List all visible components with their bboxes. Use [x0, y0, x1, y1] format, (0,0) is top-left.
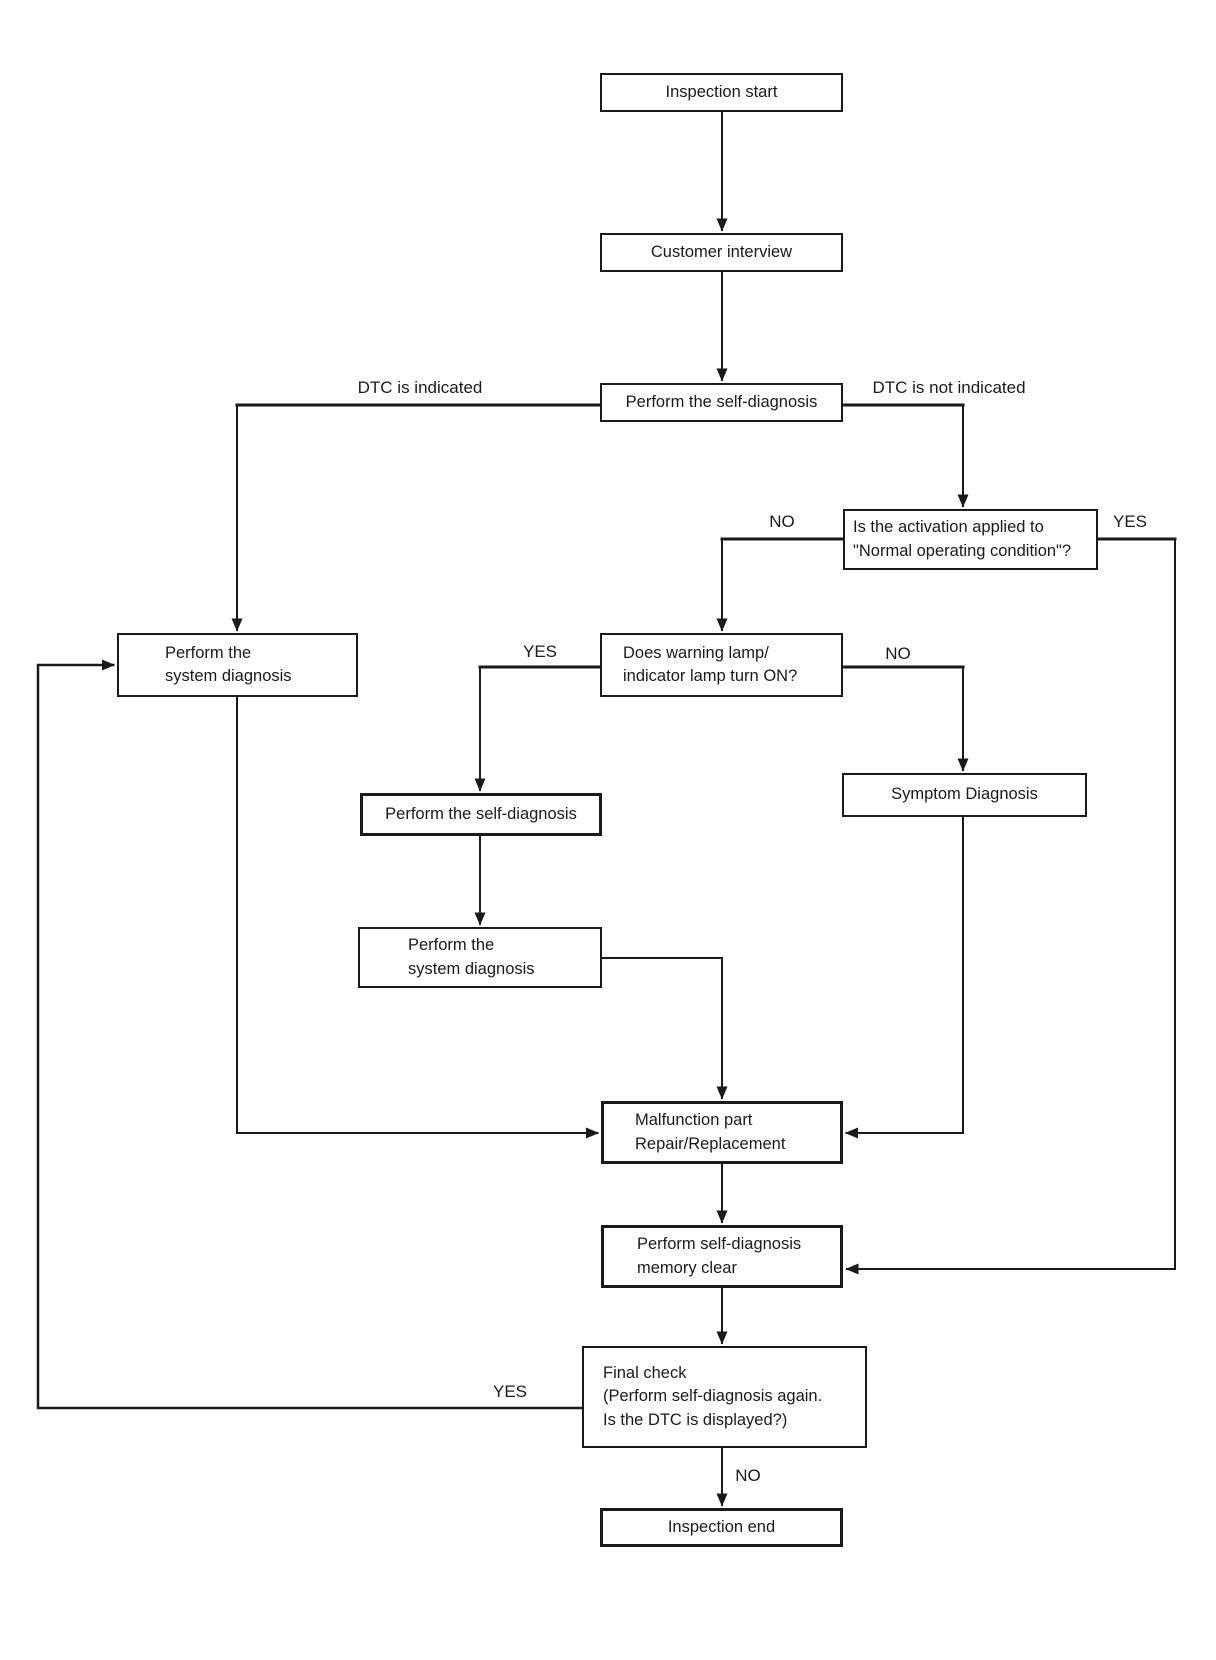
edge-label-activation-no: NO — [767, 512, 797, 532]
edge-label-final-no: NO — [733, 1466, 763, 1486]
node-final-check: Final check (Perform self-diagnosis agai… — [582, 1346, 867, 1448]
edge-label-activation-yes: YES — [1110, 512, 1150, 532]
edge-finalcheck-yes-loop — [36, 659, 582, 1410]
node-memory-clear: Perform self-diagnosis memory clear — [601, 1225, 843, 1288]
node-symptom-diagnosis: Symptom Diagnosis — [842, 773, 1087, 817]
node-perform-self-diagnosis: Perform the self-diagnosis — [600, 383, 843, 422]
node-inspection-start: Inspection start — [600, 73, 843, 112]
node-system-diagnosis-mid: Perform the system diagnosis — [358, 927, 602, 988]
edge-label-lamp-no: NO — [883, 644, 913, 664]
edge-label-dtc-indicated: DTC is indicated — [355, 378, 485, 398]
node-customer-interview: Customer interview — [600, 233, 843, 272]
edge-label-dtc-not-indicated: DTC is not indicated — [870, 378, 1028, 398]
edge-symptom-to-malfunction — [845, 817, 964, 1139]
node-warning-lamp-check: Does warning lamp/ indicator lamp turn O… — [600, 633, 843, 697]
edge-label-lamp-yes: YES — [520, 642, 560, 662]
node-perform-self-diagnosis-2: Perform the self-diagnosis — [360, 793, 602, 836]
node-activation-check: Is the activation applied to "Normal ope… — [843, 509, 1098, 570]
edge-sysdiag2-to-malfunction — [602, 957, 728, 1100]
node-malfunction-repair: Malfunction part Repair/Replacement — [601, 1101, 843, 1164]
node-inspection-end: Inspection end — [600, 1508, 843, 1547]
edge-sysdiagleft-to-malfunction — [236, 697, 599, 1139]
edge-activation-yes-loop — [845, 537, 1176, 1275]
node-system-diagnosis-left: Perform the system diagnosis — [117, 633, 358, 697]
edge-label-final-yes: YES — [490, 1382, 530, 1402]
